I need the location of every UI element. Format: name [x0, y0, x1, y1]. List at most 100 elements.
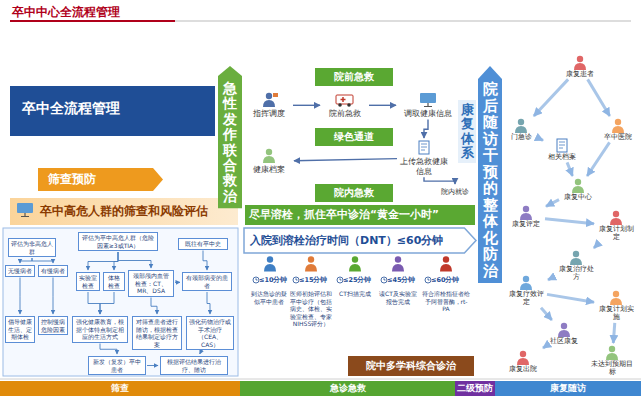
- node-text: 调取健康信息: [398, 109, 458, 119]
- node-text: 评估为卒中高危人群（危险因素≥3或TIA）: [81, 234, 155, 249]
- title: 卒中中心全流程管理: [12, 4, 120, 21]
- time-label: ≤45分钟: [378, 276, 420, 284]
- time-label: ≤10分钟: [250, 276, 292, 284]
- connector: [114, 252, 118, 270]
- process-box: 强化药物治疗或手术治疗（CEA、CAS）: [186, 316, 234, 350]
- node-text: 康复患者: [560, 70, 600, 78]
- connector: [547, 294, 594, 302]
- node-text: 健康档案: [246, 165, 292, 175]
- screen-icon: [417, 92, 439, 108]
- section-banner: 筛查预防: [38, 168, 163, 191]
- icon-node: 康复计划实施: [596, 290, 636, 322]
- icon-node: 未达到预期目标: [588, 345, 636, 377]
- time-label: ≤25分钟: [334, 276, 376, 284]
- doc-icon: [413, 140, 435, 156]
- node-text: 评估为非高危人群: [11, 240, 53, 255]
- node-text: 有慢病者: [41, 267, 65, 275]
- connector: [424, 120, 428, 138]
- connector: [147, 365, 158, 366]
- connector: [88, 292, 100, 314]
- node-text: 无慢病者: [8, 267, 32, 275]
- process-box: 实验室检查: [76, 272, 100, 291]
- staff-icons: [264, 256, 452, 271]
- doc-icon: [551, 138, 573, 154]
- icon-node: 卒中医院: [600, 118, 636, 141]
- person-icon: [565, 250, 587, 266]
- phone-icon: [258, 92, 280, 108]
- icon-node: 院前急救: [322, 92, 368, 119]
- process-box: 根据评估结果进行治疗、随访: [160, 356, 228, 375]
- node-text: 体格检查: [106, 274, 122, 289]
- process-box: 评估为卒中高危人群（危险因素≥3或TIA）: [78, 232, 158, 251]
- phase-band: 康复随访: [495, 381, 641, 396]
- timeline-rule: [0, 379, 641, 380]
- node-text: 康复评定: [508, 220, 544, 228]
- icon-node: 调取健康信息: [398, 92, 458, 119]
- node-text: 院内急救: [317, 186, 391, 200]
- node-text: 康复计划实施: [596, 305, 636, 322]
- connector: [546, 200, 559, 207]
- connector: [534, 79, 568, 116]
- process-box: 颈部颅内血管检查：CT、MR、DSA: [128, 270, 174, 297]
- connector: [545, 219, 594, 224]
- node-text: 实验室检查: [79, 274, 97, 289]
- node-text: 院中多学科综合诊治: [351, 359, 471, 373]
- node-text: 绿色通道: [317, 130, 391, 144]
- connector: [424, 177, 455, 184]
- title-rule: [175, 21, 631, 22]
- vertical-arrow: 院后随访干预的整体化防治: [478, 66, 502, 283]
- process-box: 新发（复发）卒中患者: [88, 356, 146, 375]
- vertical-arrow: 急性发作联合救治: [218, 66, 242, 208]
- connector: [175, 282, 180, 283]
- node-text: 院后随访干预的整体化防治: [483, 81, 498, 279]
- stage-banner: 院前急救: [315, 68, 393, 86]
- node-text: 门急诊: [505, 133, 537, 141]
- icon-node: 门急诊: [505, 118, 537, 141]
- node-text: 院内就诊: [437, 187, 473, 197]
- process-box: 有颈部病变的患者: [182, 272, 232, 291]
- node-text: 新发（复发）卒中患者: [91, 358, 143, 373]
- screen-icon: [14, 202, 36, 218]
- node-text: 尽早溶栓，抓住卒中诊治“黄金一小时”: [249, 208, 471, 222]
- step-description: 医师初始评估和卒中诊疗（包括病史、体检、实验室检查、专家NIHSS评分）: [290, 290, 332, 328]
- icon-node: 康复计划制定: [596, 210, 636, 242]
- connector: [53, 278, 54, 315]
- step-description: 读CT及实验室报告完成: [378, 290, 418, 305]
- process-box: 对筛查患者进行随访，根据检查结果制定诊疗方案: [132, 316, 182, 350]
- vertical-label: 康复体系: [458, 100, 476, 163]
- icon-node: 康复中心: [560, 178, 596, 201]
- node-text: 控制慢病危险因素: [41, 318, 65, 333]
- node-text: 上传急救健康信息: [398, 157, 450, 176]
- ambul-icon: [334, 92, 356, 108]
- connector: [100, 344, 117, 355]
- phase-band: 筛查: [0, 381, 240, 396]
- phase-band: 急诊急救: [240, 381, 455, 396]
- stage-banner: 院内急救: [315, 184, 393, 202]
- icon-node: 健康档案: [246, 148, 292, 175]
- person-icon: [515, 205, 537, 221]
- connector: [594, 243, 599, 248]
- time-label: ≤60分钟: [422, 276, 468, 284]
- node-text: 康复随访: [495, 381, 641, 396]
- connector: [20, 258, 32, 263]
- stage-banner: 院中多学科综合诊治: [348, 356, 474, 376]
- person-icon: [605, 210, 627, 226]
- screening-panel: [3, 228, 238, 376]
- node-text: 入院到溶栓治疗时间（DNT）≤60分钟: [250, 233, 462, 248]
- node-text: 二级预防: [455, 381, 495, 396]
- node-text: 康复计划制定: [596, 225, 636, 242]
- node-text: 既往有卒中史: [181, 240, 225, 248]
- connector: [294, 159, 397, 161]
- person-icon: [515, 275, 537, 291]
- node-text: 根据评估结果进行治疗、随访: [163, 358, 225, 373]
- icon-node: 康复评定: [508, 205, 544, 228]
- node-text: 康复体系: [461, 103, 474, 160]
- connector: [369, 105, 396, 106]
- icon-node: 康复出院: [505, 350, 541, 373]
- connector: [100, 292, 114, 314]
- connector: [587, 142, 609, 176]
- node-text: 对筛查患者进行随访，根据检查结果制定诊疗方案: [135, 318, 179, 348]
- node-text: 急性发作联合救治: [223, 81, 237, 204]
- connector: [88, 252, 118, 270]
- node-text: 指挥调度: [246, 109, 292, 119]
